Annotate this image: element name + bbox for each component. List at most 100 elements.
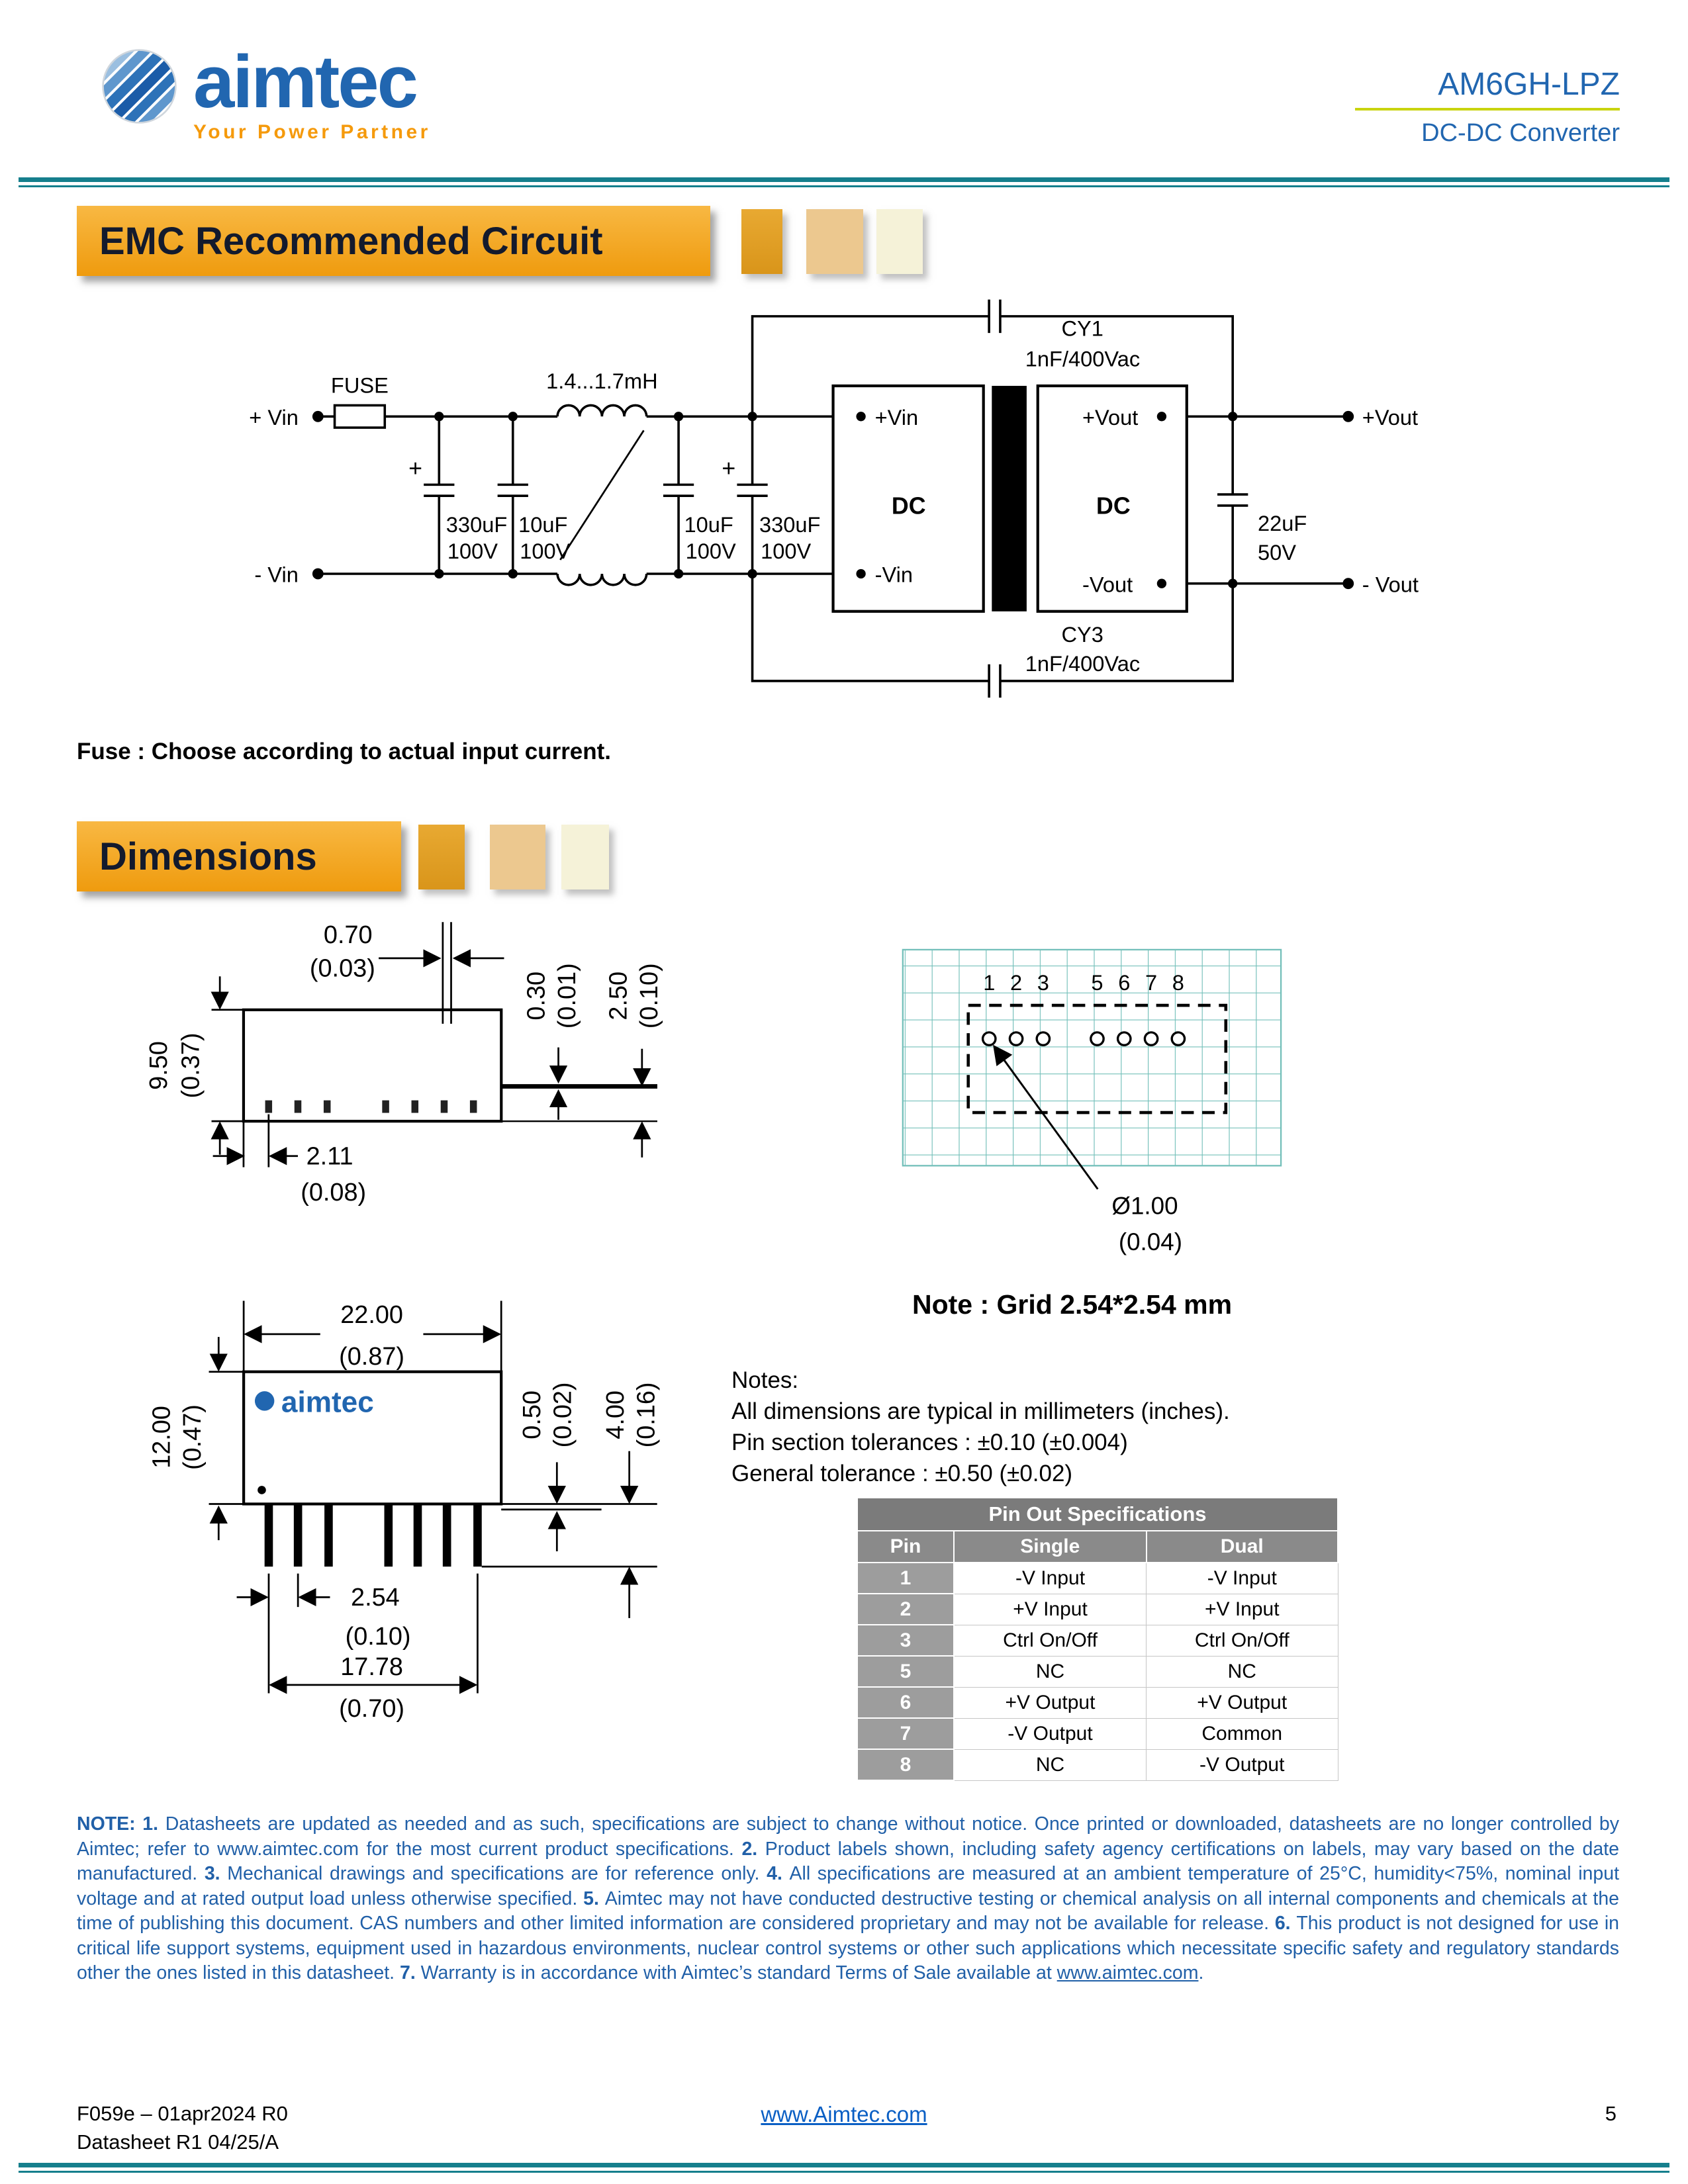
cap-10uF-input: [497, 416, 528, 574]
hole-callout-arrow: [993, 1044, 1099, 1190]
pinout-table: Pin Out Specifications Pin Single Dual 1…: [857, 1497, 1338, 1781]
vin-pos-label: + Vin: [249, 405, 299, 430]
output-rails: [1186, 415, 1348, 585]
table-row: 2+V Input+V Input: [857, 1593, 1338, 1625]
footer-page-number: 5: [1605, 2102, 1617, 2125]
rule-thick: [19, 177, 1669, 182]
block1-in-neg: -Vin: [875, 563, 913, 587]
pin-number-cell: 2: [857, 1593, 955, 1625]
dim-pinwidth-mm: 0.70: [324, 921, 373, 949]
block2-out-pos: +Vout: [1082, 405, 1138, 430]
pins-top-view: [265, 1100, 477, 1113]
hole-diameter-mm: Ø1.00: [1111, 1193, 1178, 1220]
column-header-dual: Dual: [1145, 1530, 1338, 1563]
dim-width-mm: 22.00: [340, 1301, 403, 1329]
dimensions-section-header: Dimensions: [77, 821, 401, 891]
pinout-value-cell: -V Output: [1146, 1749, 1338, 1781]
note-text-segment: NOTE: 1.: [77, 1813, 165, 1835]
dim-pinext-mm: 2.50: [605, 972, 633, 1021]
package-outline-top: [242, 1008, 503, 1123]
pin-number: 8: [1172, 970, 1184, 995]
dim-pinlen-in: (0.16): [633, 1382, 661, 1447]
emc-section-header: EMC Recommended Circuit: [77, 206, 710, 276]
choke-winding-bottom: [556, 573, 648, 586]
vout-neg-label: - Vout: [1362, 572, 1419, 596]
fuse-label: FUSE: [331, 373, 389, 398]
product-subtitle: DC-DC Converter: [1421, 119, 1620, 147]
grid-pitch-note: Note : Grid 2.54*2.54 mm: [912, 1289, 1233, 1320]
footer-rule: [19, 2163, 1669, 2173]
cap4-polarity: +: [722, 455, 735, 482]
dim-standoff-mm: 0.50: [518, 1390, 546, 1439]
fuse-symbol: [333, 404, 387, 429]
block1-label: DC: [892, 493, 926, 520]
rule-thin: [19, 2171, 1669, 2173]
pin-number-cell: 3: [857, 1624, 955, 1657]
cout-value: 22uF: [1258, 511, 1307, 535]
block2-label: DC: [1096, 493, 1131, 520]
note-line: All dimensions are typical in millimeter…: [731, 1398, 1230, 1424]
cap4-value: 330uF: [759, 512, 820, 537]
rule-thin: [19, 185, 1669, 187]
cap3-voltage: 100V: [686, 539, 736, 563]
rule-thick: [19, 2163, 1669, 2167]
decoration-square: [806, 209, 863, 274]
pin-number: 7: [1145, 970, 1157, 995]
cout-voltage: 50V: [1258, 540, 1296, 565]
circuit-labels: + Vin - Vin FUSE 1.4...1.7mH + + 330uF 1…: [249, 316, 1419, 676]
note-line: Pin section tolerances : ±0.10 (±0.004): [731, 1430, 1128, 1455]
dim-height-mm: 9.50: [145, 1041, 173, 1090]
decoration-square: [561, 825, 609, 889]
choke-coupling-line: [559, 430, 645, 561]
pin-number: 6: [1118, 970, 1130, 995]
dim-span-mm: 17.78: [340, 1653, 403, 1681]
package-outline-front: [242, 1370, 503, 1506]
note-text-segment: All specifications are measured at an am…: [77, 1863, 1620, 1909]
pin-number: 2: [1010, 970, 1022, 995]
pin-number-cell: 6: [857, 1686, 955, 1719]
dimension-lines: [211, 922, 657, 1167]
aimtec-link[interactable]: www.aimtec.com: [1056, 1962, 1199, 1983]
note-text-segment: Aimtec may not have conducted destructiv…: [77, 1888, 1620, 1934]
cap-330uF-input: [424, 416, 455, 574]
header-rule: [19, 177, 1669, 187]
cap1-polarity: +: [408, 455, 422, 482]
pin-number: 5: [1091, 970, 1103, 995]
cy3-ref: CY3: [1061, 622, 1103, 647]
note-text-segment: .: [1198, 1962, 1204, 1983]
note-text-segment: Warranty is in accordance with Aimtec’s …: [420, 1962, 1057, 1983]
brand-wordmark: aimtec: [193, 40, 418, 123]
cy3-loop: [751, 573, 1234, 698]
dim-pinthick-in: (0.01): [553, 963, 581, 1028]
cap-22uF-output: [1217, 416, 1248, 584]
note-text-segment: This product is not designed for use in …: [77, 1913, 1620, 1983]
pinout-value-cell: Ctrl On/Off: [953, 1624, 1147, 1657]
choke-winding-top: [556, 404, 648, 417]
decoration-square: [490, 825, 545, 889]
pinout-value-cell: +V Output: [953, 1686, 1147, 1719]
table-title-row: Pin Out Specifications: [857, 1497, 1338, 1531]
dim-offset-mm: 2.11: [306, 1142, 353, 1170]
note-text-segment: 3.: [204, 1863, 228, 1884]
pinout-value-cell: -V Input: [953, 1562, 1147, 1594]
pin-number-cell: 1: [857, 1562, 955, 1594]
note-text-segment: 7.: [399, 1962, 421, 1983]
note-text-segment: Mechanical drawings and specifications a…: [227, 1863, 767, 1884]
pin-number-cell: 5: [857, 1655, 955, 1688]
dim-pinext-in: (0.10): [635, 963, 663, 1028]
table-header-row: Pin Single Dual: [857, 1530, 1338, 1563]
block1-in-pos: +Vin: [875, 405, 919, 430]
cap-10uF-post-choke: [663, 416, 694, 574]
pinout-value-cell: Ctrl On/Off: [1146, 1624, 1338, 1657]
hole-diameter-in: (0.04): [1119, 1228, 1182, 1255]
pinout-value-cell: NC: [953, 1655, 1147, 1688]
dc-block-secondary: [1036, 384, 1188, 613]
footer-website-link[interactable]: www.Aimtec.com: [761, 2102, 927, 2126]
cap3-value: 10uF: [684, 512, 733, 537]
package-logo-text: aimtec: [281, 1387, 374, 1419]
pin1-indicator-dot: [258, 1486, 266, 1494]
cy1-ref: CY1: [1061, 316, 1103, 340]
